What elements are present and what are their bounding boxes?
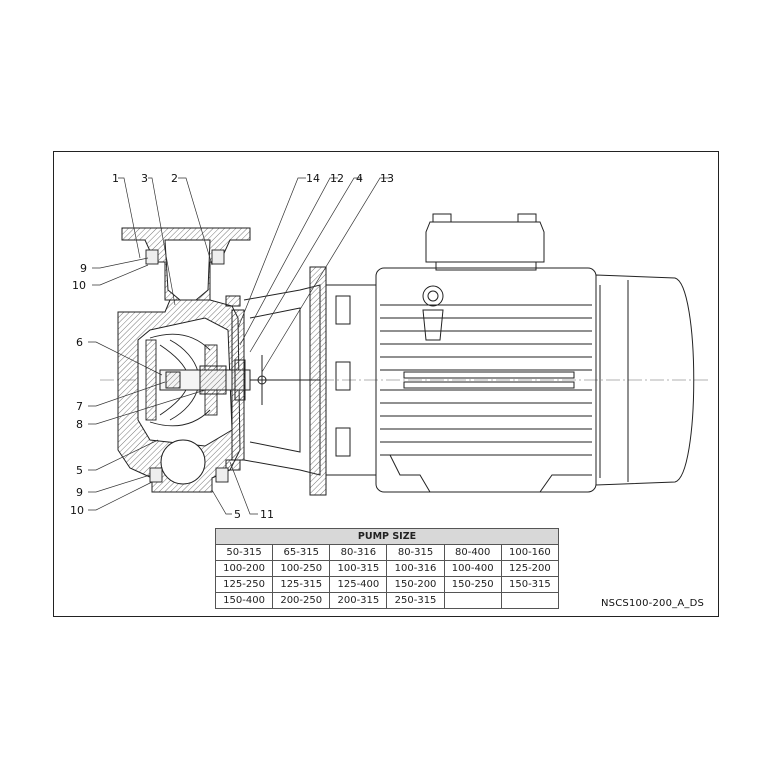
- table-cell: 125-200: [500, 560, 560, 577]
- table-cell: 100-200: [214, 560, 274, 577]
- table-cell: 200-250: [272, 592, 331, 609]
- table-cell: 125-400: [329, 576, 388, 593]
- table-cell: 150-315: [500, 576, 560, 593]
- callout-14: 14: [306, 172, 320, 185]
- table-cell: 80-316: [329, 544, 388, 561]
- motor-adapter: [234, 284, 321, 476]
- table-cell: 100-400: [443, 560, 502, 577]
- table-cell: [500, 592, 560, 609]
- table-row: 100-200 100-250 100-315 100-316 100-400 …: [214, 560, 560, 577]
- table-cell: 80-315: [386, 544, 445, 561]
- callout-8: 8: [76, 418, 83, 431]
- leader-lines: [88, 177, 390, 515]
- callout-5-left: 5: [76, 464, 83, 477]
- motor-body: [325, 267, 597, 493]
- motor-flange: [309, 266, 327, 496]
- table-cell: 200-315: [329, 592, 388, 609]
- callout-1: 1: [112, 172, 119, 185]
- callout-10-top: 10: [72, 279, 86, 292]
- callout-labels: 1 3 2 14 12 4 13 9 10 6 7 8 5 9 10 5 11: [70, 172, 394, 521]
- callout-11: 11: [260, 508, 274, 521]
- pump-size-table: PUMP SIZE 50-315 65-315 80-316 80-315 80…: [214, 528, 560, 609]
- table-cell: [443, 592, 502, 609]
- callout-7: 7: [76, 400, 83, 413]
- table-cell: 250-315: [386, 592, 445, 609]
- table-cell: 150-400: [214, 592, 274, 609]
- table-cell: 150-250: [443, 576, 502, 593]
- terminal-box: [422, 213, 545, 341]
- table-row: 150-400 200-250 200-315 250-315: [214, 592, 560, 609]
- table-cell: 100-160: [500, 544, 560, 561]
- table-row: 50-315 65-315 80-316 80-315 80-400 100-1…: [214, 544, 560, 561]
- table-cell: 50-315: [214, 544, 274, 561]
- callout-10-bottom: 10: [70, 504, 84, 517]
- table-cell: 65-315: [272, 544, 331, 561]
- callout-13: 13: [380, 172, 394, 185]
- callout-4: 4: [356, 172, 363, 185]
- callout-3: 3: [141, 172, 148, 185]
- table-cell: 150-200: [386, 576, 445, 593]
- table-cell: 125-250: [214, 576, 274, 593]
- callout-12: 12: [330, 172, 344, 185]
- table-row: 125-250 125-315 125-400 150-200 150-250 …: [214, 576, 560, 593]
- bolts: [145, 249, 229, 483]
- table-cell: 100-315: [329, 560, 388, 577]
- table-cell: 100-250: [272, 560, 331, 577]
- callout-9-bottom: 9: [76, 486, 83, 499]
- callout-9-top: 9: [80, 262, 87, 275]
- table-cell: 100-316: [386, 560, 445, 577]
- pump-size-header: PUMP SIZE: [215, 528, 559, 545]
- fan-cover: [595, 274, 695, 486]
- drawing-code: NSCS100-200_A_DS: [601, 598, 705, 609]
- callout-2: 2: [171, 172, 178, 185]
- drawing-frame: [53, 151, 719, 617]
- table-cell: 125-315: [272, 576, 331, 593]
- table-cell: 80-400: [443, 544, 502, 561]
- callout-6: 6: [76, 336, 83, 349]
- callout-5-bottom: 5: [234, 508, 241, 521]
